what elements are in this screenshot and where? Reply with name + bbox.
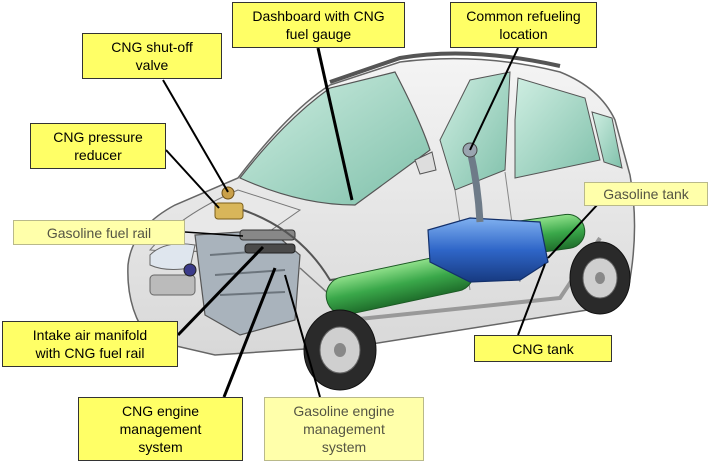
label-cng-shutoff-valve: CNG shut-off valve: [82, 33, 222, 79]
leader-lines: [162, 47, 599, 398]
roof-rail: [329, 51, 561, 84]
label-dashboard-cng-gauge: Dashboard with CNG fuel gauge: [232, 2, 405, 48]
rear-wheel: [569, 241, 631, 315]
brand-badge: [183, 263, 197, 277]
windshield: [239, 71, 431, 206]
gasoline-fuel-rail: [239, 229, 296, 241]
side-window-rear: [514, 77, 601, 179]
label-cng-pressure-reducer: CNG pressure reducer: [30, 123, 166, 169]
pressure-reducer: [214, 202, 244, 220]
shutoff-valve: [221, 186, 235, 200]
front-wheel: [303, 309, 377, 391]
rear-window: [591, 111, 623, 169]
label-cng-tank: CNG tank: [474, 335, 612, 362]
front-grille: [149, 274, 196, 296]
cng-fuel-rail: [244, 243, 296, 254]
label-cng-engine-management-system: CNG engine management system: [78, 397, 243, 461]
label-common-refueling-location: Common refueling location: [450, 2, 597, 48]
side-mirror: [414, 151, 437, 175]
cng-fuel-line: [242, 209, 561, 282]
label-intake-manifold-cng-rail: Intake air manifold with CNG fuel rail: [2, 321, 178, 367]
label-gasoline-engine-management-system: Gasoline engine management system: [264, 397, 424, 461]
label-gasoline-tank: Gasoline tank: [584, 182, 708, 206]
label-gasoline-fuel-rail: Gasoline fuel rail: [13, 220, 185, 245]
